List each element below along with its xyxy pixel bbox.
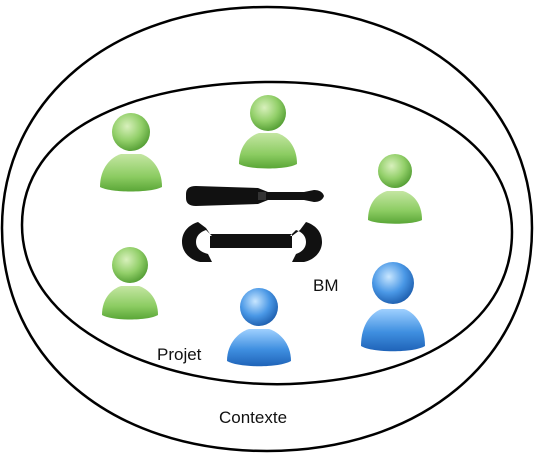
- user-icon: [102, 247, 158, 320]
- project-label: Projet: [157, 345, 202, 364]
- user-icon: [227, 288, 291, 367]
- tools-label: BM: [313, 276, 339, 295]
- user-icon: [361, 262, 425, 352]
- context-boundary: [0, 5, 534, 453]
- context-label: Contexte: [219, 408, 288, 427]
- project-boundary: [20, 80, 514, 386]
- screwdriver-icon: [186, 186, 324, 206]
- user-icon: [100, 113, 162, 192]
- user-icon: [368, 154, 422, 224]
- wrench-icon: [182, 222, 322, 262]
- user-icon: [239, 95, 297, 169]
